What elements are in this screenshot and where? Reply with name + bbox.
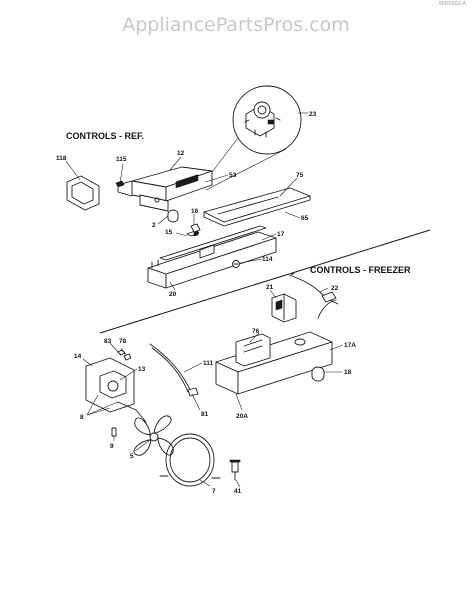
- callout-12: 12: [177, 150, 185, 157]
- callout-18: 18: [344, 369, 352, 376]
- part-111-wire-lead: [149, 343, 199, 397]
- callout-2: 2: [152, 222, 156, 229]
- ref-control-housing: [115, 166, 213, 212]
- part-118-sensor-frame: [66, 175, 100, 211]
- callout-83: 83: [104, 338, 112, 345]
- callout-7: 7: [212, 488, 216, 495]
- callout-75: 75: [296, 172, 304, 179]
- callout-13: 13: [138, 366, 146, 373]
- part-83-78-clips: [117, 349, 132, 361]
- section-divider: [99, 229, 431, 334]
- callout-78: 78: [119, 338, 127, 345]
- leader-lines: [65, 156, 344, 488]
- callout-118: 118: [56, 155, 67, 162]
- callout-21: 21: [266, 284, 274, 291]
- callout-114: 114: [262, 256, 273, 263]
- callout-labels: 23 118 115 12 53 75 65 2 16 15 17 114 20…: [56, 111, 356, 495]
- part-41-screw: [229, 459, 241, 481]
- callout-5: 5: [130, 453, 134, 460]
- watermark-text: AppliancePartsPros.com: [122, 14, 350, 36]
- section-title-controls-ref: CONTROLS - REF.: [66, 131, 144, 141]
- callout-16: 16: [191, 208, 199, 215]
- callout-22: 22: [331, 285, 339, 292]
- part-21-freezer-thermostat: [271, 293, 297, 323]
- callout-53: 53: [229, 172, 237, 179]
- callout-81: 81: [201, 411, 209, 418]
- part-7-fan-shroud: [159, 433, 221, 487]
- part-9-screw: [111, 427, 117, 437]
- callout-111: 111: [203, 360, 214, 367]
- callout-76: 76: [252, 328, 260, 335]
- callout-20A: 20A: [236, 413, 248, 420]
- corner-stamp: S005002-A: [439, 1, 467, 7]
- part-5-fan-blade: [133, 415, 174, 456]
- section-title-controls-freezer: CONTROLS - FREEZER: [310, 265, 411, 275]
- part-22-wire-harness: [289, 272, 339, 319]
- part-18-knob: [311, 366, 325, 382]
- part-114-screw: [232, 260, 240, 268]
- callout-8: 8: [80, 414, 84, 421]
- callout-17: 17: [277, 231, 285, 238]
- callout-41: 41: [234, 488, 242, 495]
- callout-20: 20: [169, 291, 177, 298]
- callout-115: 115: [116, 156, 127, 163]
- detail-circle-23: [202, 85, 308, 191]
- part-75-cover-bracket: [203, 187, 311, 227]
- callout-23: 23: [309, 111, 317, 118]
- part-17-20-ref-housing: [147, 225, 277, 289]
- callout-65: 65: [301, 215, 309, 222]
- part-2-knob: [167, 209, 179, 223]
- callout-9: 9: [110, 443, 114, 450]
- callout-14: 14: [74, 353, 82, 360]
- part-17A-20A-freezer-housing: [215, 331, 333, 395]
- part-14-fan-bracket: [85, 357, 147, 423]
- callout-17A: 17A: [344, 342, 356, 349]
- callout-15: 15: [165, 229, 173, 236]
- part-15-16-sensor: [186, 223, 201, 237]
